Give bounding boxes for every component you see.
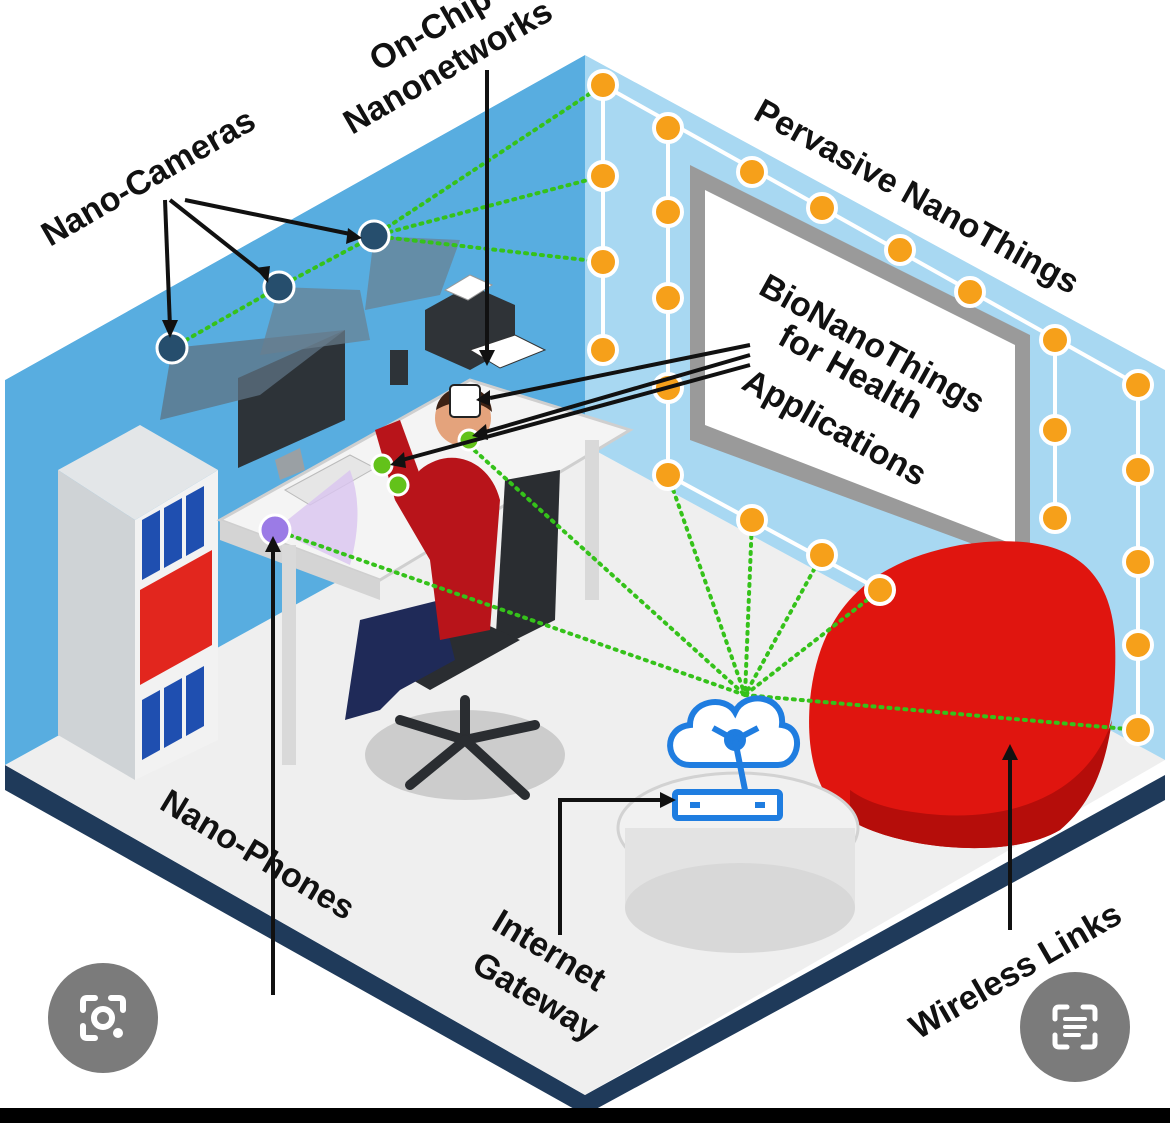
label-nano-cameras: Nano-Cameras — [35, 101, 262, 254]
pen-cup — [390, 350, 408, 385]
floor-edge-left — [5, 765, 585, 1115]
shelf-side — [58, 470, 135, 780]
monitor-stand — [275, 448, 305, 480]
shelf-red-box — [140, 550, 212, 685]
printer-paper — [443, 274, 494, 301]
person-torso — [395, 457, 500, 640]
google-lens-button[interactable] — [48, 963, 158, 1073]
nano-camera-1 — [155, 331, 189, 365]
person-legs — [345, 600, 455, 720]
shelf-binders — [142, 486, 204, 760]
desk-edge — [220, 520, 380, 600]
cloud-gateway-icon — [667, 695, 800, 821]
pointer-arrows — [163, 70, 1012, 995]
wireless-links — [170, 83, 1140, 732]
beanbag-chair — [809, 541, 1116, 849]
nano-phone-cone — [275, 470, 358, 565]
camera-cone-3 — [365, 236, 460, 310]
office-chair-back — [495, 470, 560, 650]
camera-cone-2 — [260, 287, 370, 355]
beanbag-shade — [850, 720, 1112, 849]
health-chip-icon — [449, 384, 481, 418]
text-select-button[interactable] — [1020, 972, 1130, 1082]
whiteboard — [705, 190, 1015, 545]
right-wall-trim — [585, 45, 1165, 370]
arrowheads — [162, 228, 1018, 808]
desk-leg-2 — [585, 440, 599, 600]
monitor — [238, 330, 345, 468]
desk-leg-1 — [282, 545, 296, 765]
bottom-bar — [0, 1108, 1170, 1123]
left-wall-trim — [5, 45, 585, 380]
table-bottom — [625, 863, 855, 953]
text-select-icon — [1052, 1004, 1098, 1050]
camera-cone-1 — [160, 330, 345, 420]
nano-camera-3 — [357, 219, 391, 253]
chair-base — [395, 695, 540, 800]
nano-camera-2 — [262, 270, 296, 304]
floor-edge-right — [585, 775, 1165, 1115]
shelf-top — [58, 425, 218, 520]
google-lens-icon — [80, 995, 126, 1041]
